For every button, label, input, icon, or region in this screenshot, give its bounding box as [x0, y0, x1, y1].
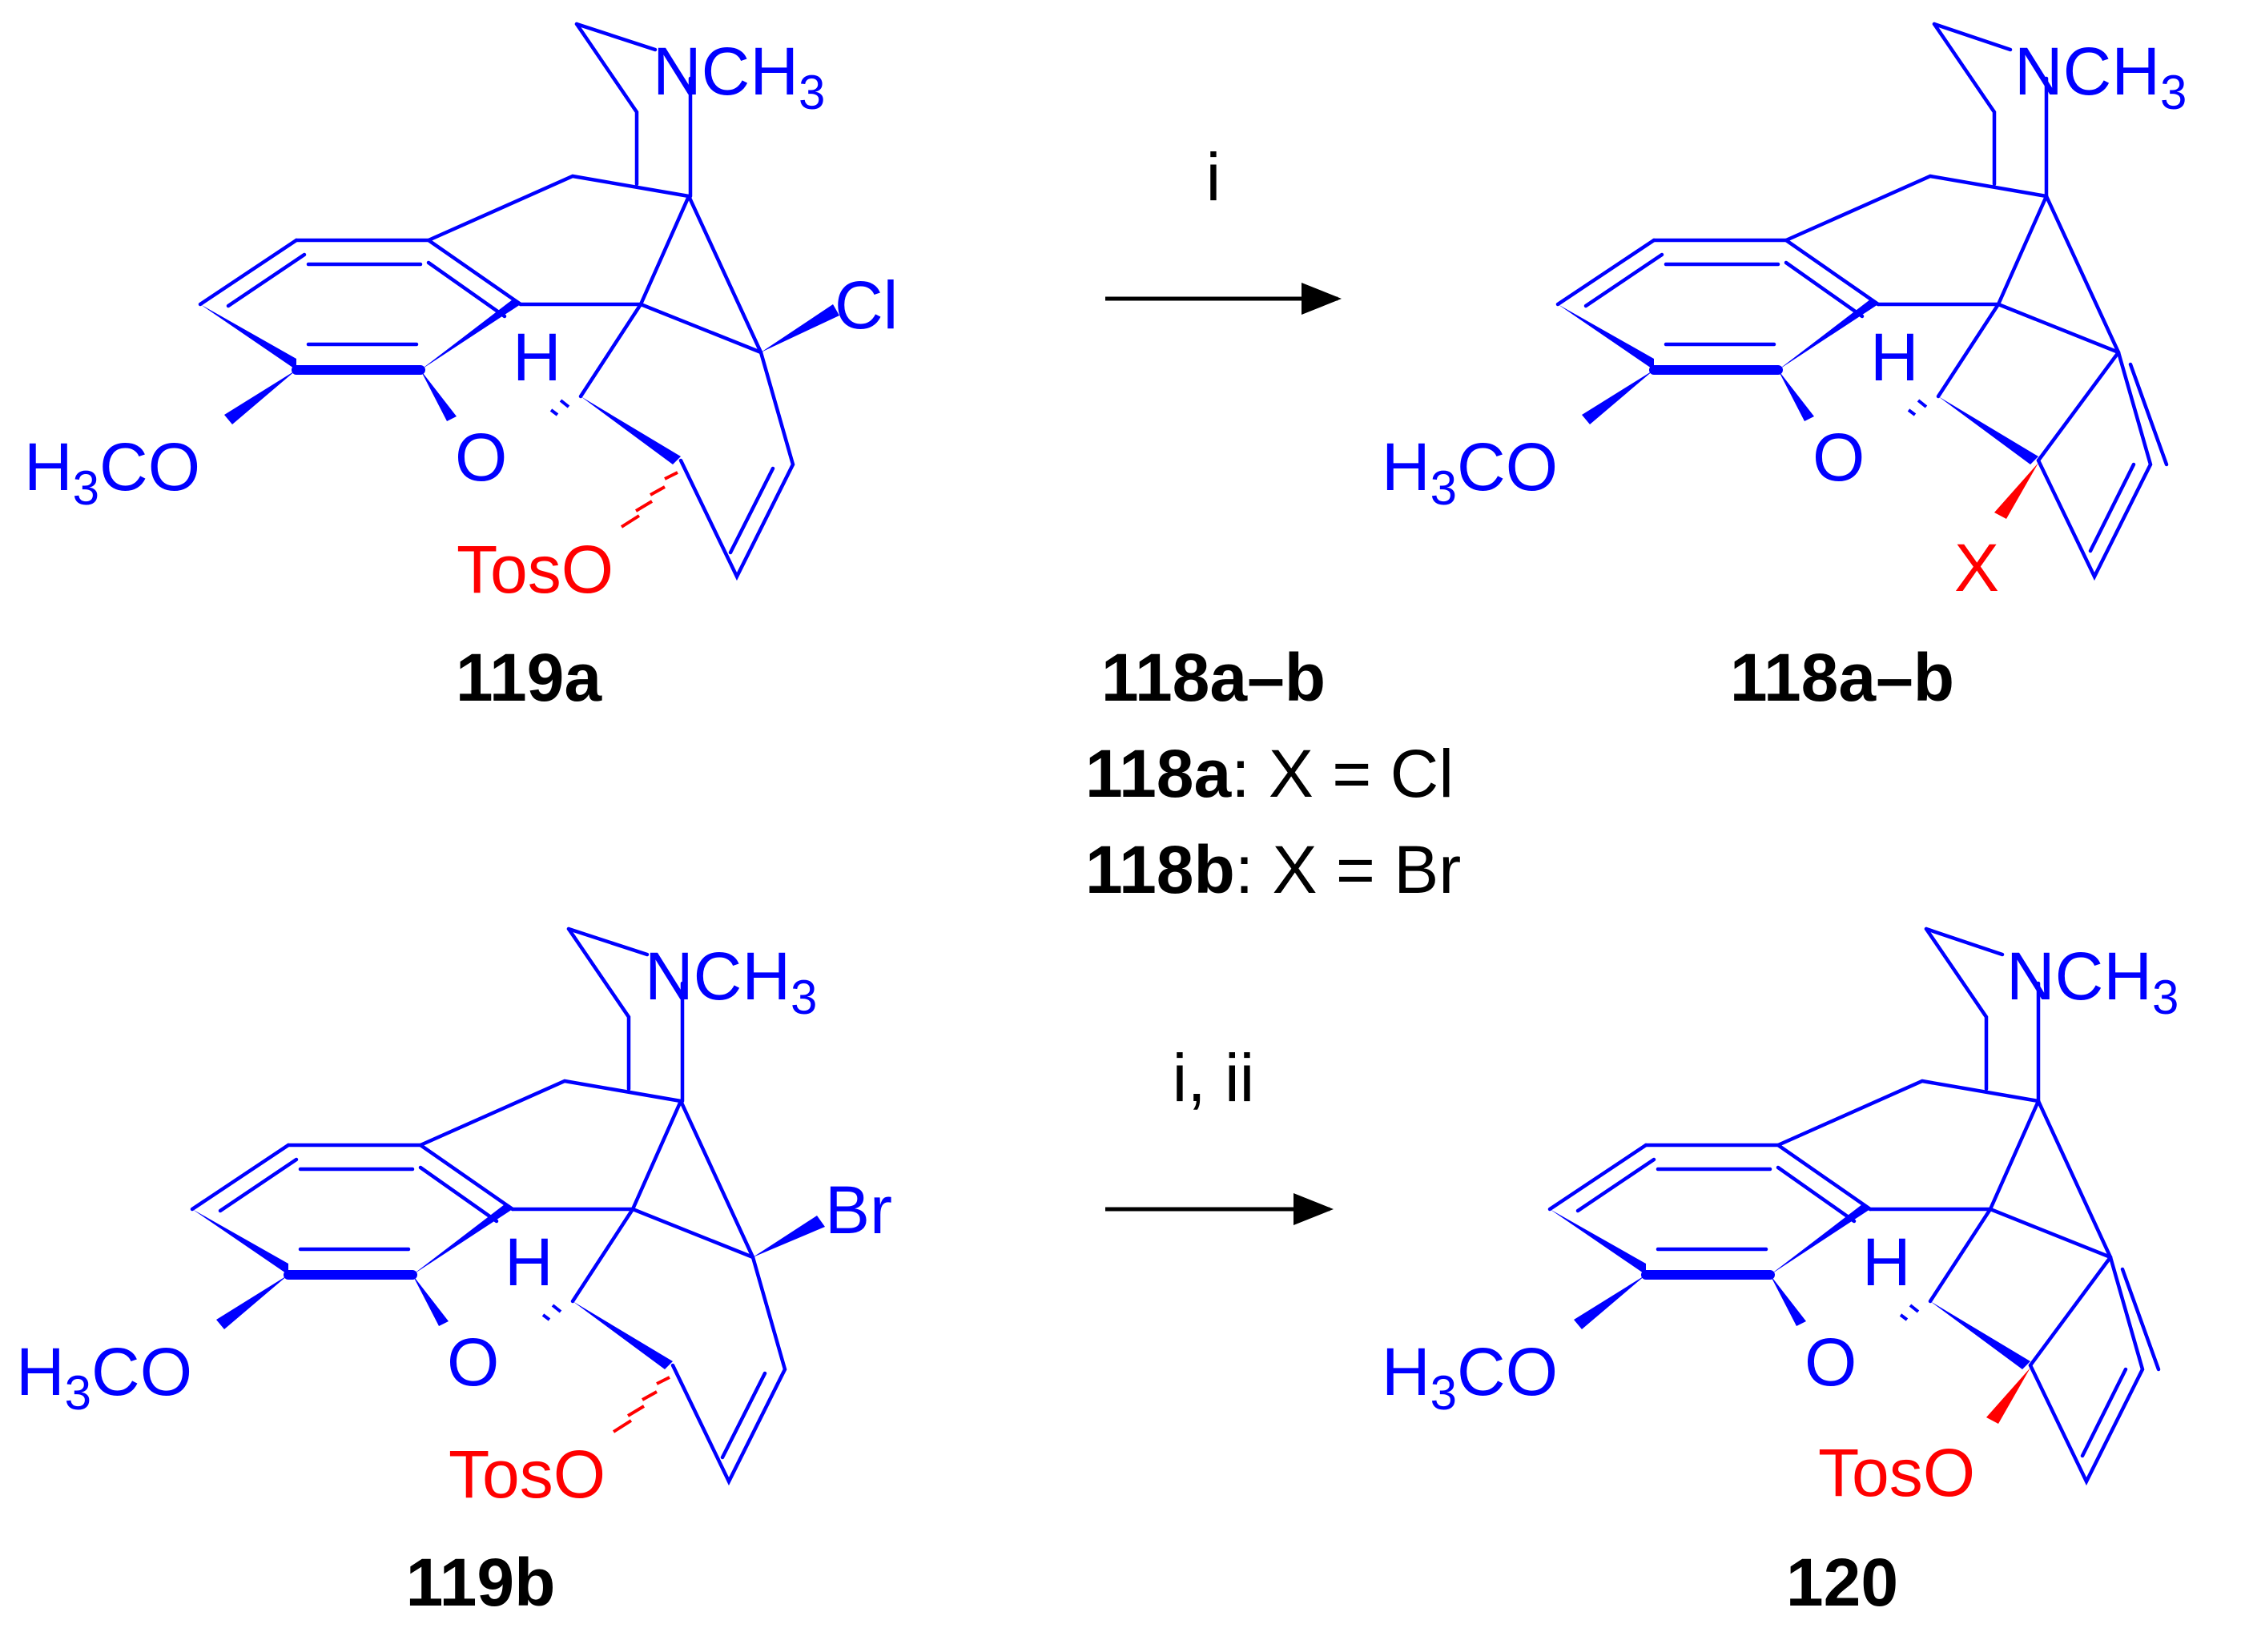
ether-oxygen-label-120: O: [1804, 1324, 1857, 1400]
n-methyl-label-119b: NCH3: [645, 939, 817, 1024]
reaction-arrow-bottom: i, ii: [1105, 1040, 1334, 1225]
compound-number-120: 120: [1786, 1545, 1898, 1620]
methoxy-label-118: H3CO: [1382, 429, 1558, 515]
compound-119b: NCH3 Br H3CO O H TosO 119b: [16, 926, 892, 1620]
hydrogen-label-118: H: [1870, 320, 1919, 395]
ether-oxygen-label-119b: O: [447, 1324, 499, 1400]
hydrogen-label-120: H: [1862, 1224, 1911, 1300]
chloro-label-119a: Cl: [835, 267, 898, 343]
hashed-bonds-119a: [549, 399, 678, 529]
skeleton-118: [1555, 22, 2169, 581]
hashed-bonds-120: [1899, 1304, 1920, 1321]
legend-118: 118a–b 118a: X = Cl 118b: X = Br: [1085, 640, 1461, 907]
compound-120: NCH3 H3CO O H TosO 120: [1382, 926, 2179, 1620]
compound-number-119b: 119b: [406, 1545, 556, 1620]
reagent-label-top: i: [1206, 139, 1221, 215]
ether-oxygen-label-119a: O: [455, 420, 507, 495]
skeleton-119a: [198, 22, 839, 581]
tosylate-label-119b: TosO: [449, 1437, 606, 1512]
tosylate-bold-wedge-120: [1986, 1368, 2030, 1424]
skeleton-120: [1547, 926, 2161, 1486]
compound-119a: NCH3 Cl H3CO O H TosO 119a: [24, 22, 898, 715]
n-methyl-label-119a: NCH3: [653, 34, 825, 119]
bromo-label-119b: Br: [825, 1172, 892, 1248]
compound-number-118: 118a–b: [1730, 640, 1954, 715]
n-methyl-label-118: NCH3: [2014, 34, 2187, 119]
compound-number-119a: 119a: [456, 640, 603, 715]
skeleton-119b: [190, 926, 825, 1486]
legend-title: 118a–b: [1101, 640, 1326, 715]
hydrogen-label-119b: H: [505, 1224, 553, 1300]
methoxy-label-119a: H3CO: [24, 429, 200, 515]
legend-entry-118b: 118b: X = Br: [1085, 832, 1461, 907]
compound-118: NCH3 H3CO O H X 118a–b: [1382, 22, 2187, 715]
x-bold-wedge-118: [1994, 463, 2038, 519]
tosylate-label-120: TosO: [1818, 1435, 1975, 1510]
methoxy-label-120: H3CO: [1382, 1334, 1558, 1420]
hashed-bonds-119b: [541, 1304, 670, 1433]
legend-entry-118a: 118a: X = Cl: [1085, 736, 1454, 811]
x-substituent-label-118: X: [1954, 530, 1999, 605]
hydrogen-label-119a: H: [513, 320, 561, 395]
tosylate-label-119a: TosO: [457, 532, 614, 607]
reaction-arrow-top: i: [1105, 139, 1342, 315]
hashed-bonds-118: [1907, 399, 1928, 416]
reagent-label-bottom: i, ii: [1173, 1040, 1255, 1115]
ether-oxygen-label-118: O: [1813, 420, 1865, 495]
n-methyl-label-120: NCH3: [2006, 939, 2179, 1024]
methoxy-label-119b: H3CO: [16, 1334, 192, 1420]
